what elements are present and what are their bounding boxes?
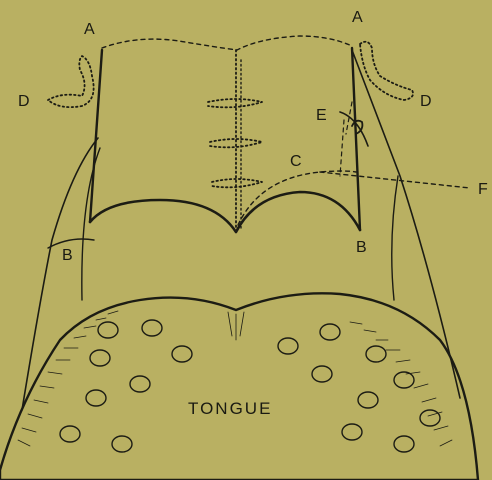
label-d-left: D: [18, 93, 30, 110]
label-e: E: [316, 107, 327, 124]
label-c: C: [290, 153, 302, 170]
label-a-left: A: [84, 21, 95, 38]
label-b-right: B: [356, 239, 367, 256]
label-tongue: TONGUE: [188, 399, 272, 418]
label-a-right: A: [352, 9, 363, 26]
label-f: F: [478, 181, 488, 198]
label-d-right: D: [420, 93, 432, 110]
label-b-left: B: [62, 247, 73, 264]
